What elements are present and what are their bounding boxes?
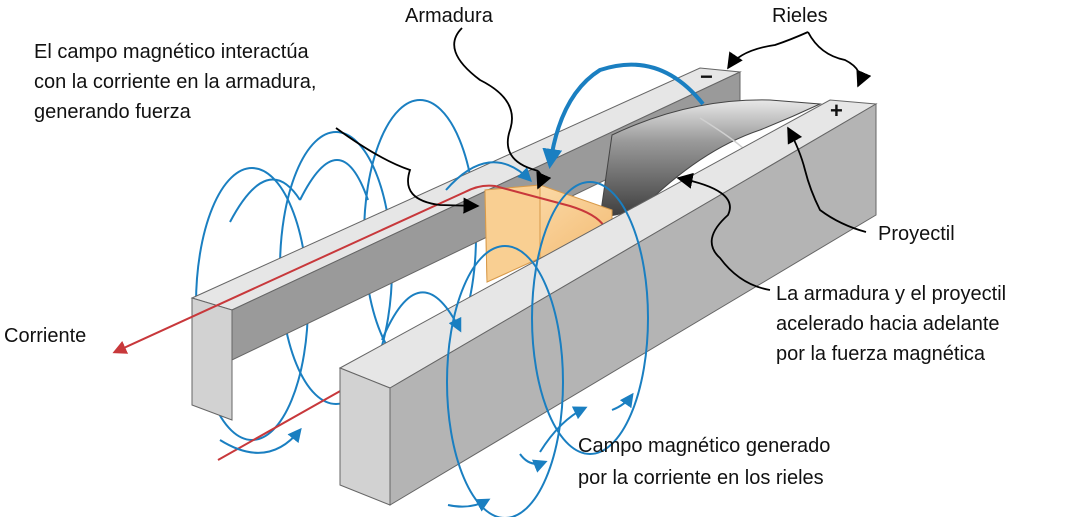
field-loop-4 [446, 245, 564, 517]
acceleration-label-line2: acelerado hacia adelante [776, 313, 1000, 335]
acceleration-leader [676, 172, 771, 291]
field-arc-10 [519, 453, 548, 473]
armature-label: Armadura [405, 5, 494, 27]
rails-label: Rieles [772, 5, 828, 27]
current-label: Corriente [4, 325, 86, 347]
interaction-label-line1: El campo magnético interactúa [34, 41, 309, 63]
rails-leader-plus [807, 31, 872, 88]
field-arc-9 [611, 392, 634, 411]
armature-leader [453, 27, 552, 190]
field-loop-5 [531, 181, 649, 455]
plus-sign: + [830, 98, 843, 123]
interaction-label-line2: con la corriente en la armadura, [34, 71, 316, 93]
rails-leader-minus [727, 31, 809, 70]
field-loops-front [219, 159, 649, 517]
minus-sign: − [700, 64, 713, 89]
projectile-leader [787, 126, 867, 233]
field-label-line1: Campo magnético generado [578, 435, 830, 457]
leader-lines [335, 27, 872, 291]
front-rail [338, 99, 878, 506]
field-arc-8 [447, 498, 491, 512]
field-arc-1 [299, 159, 369, 201]
projectile-label: Proyectil [878, 223, 955, 245]
field-arc-7 [539, 406, 588, 453]
field-arc-6 [381, 291, 462, 341]
interaction-label-line3: generando fuerza [34, 101, 192, 123]
interaction-leader [335, 127, 480, 214]
acceleration-label-line3: por la fuerza magnética [776, 343, 986, 365]
field-arc-4 [445, 161, 532, 191]
acceleration-label-line1: La armadura y el proyectil [776, 283, 1006, 305]
field-arc-3 [219, 427, 302, 454]
force-arc [542, 62, 705, 169]
field-label-line2: por la corriente en los rieles [578, 467, 824, 489]
field-arc-2 [229, 178, 301, 223]
